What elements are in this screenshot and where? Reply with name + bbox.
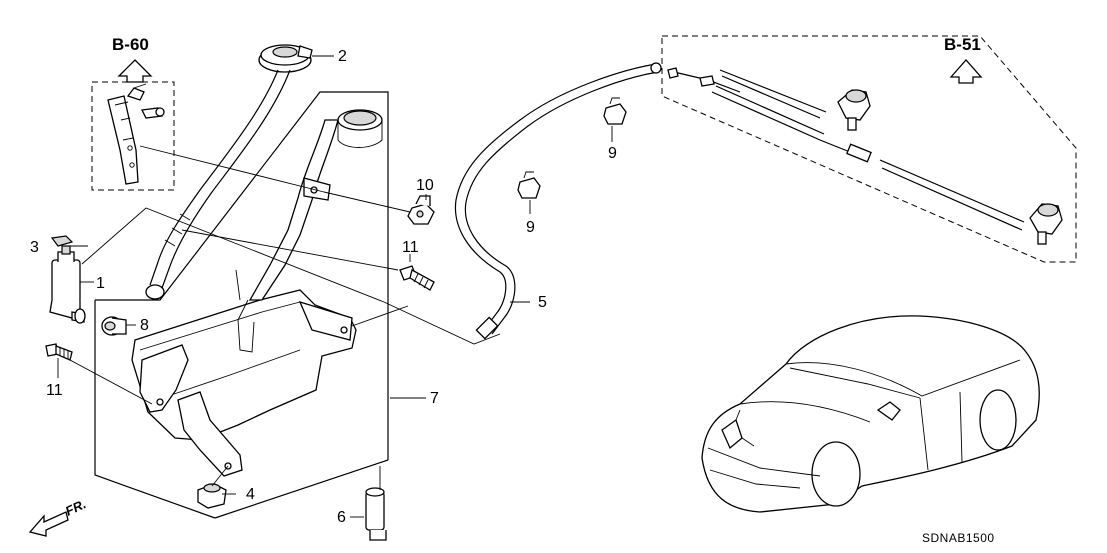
- callout-7: 7: [430, 390, 439, 407]
- callout-2: 2: [338, 48, 347, 65]
- callout-3: 3: [30, 239, 39, 256]
- b60-reference: B-60: [91, 35, 175, 191]
- leader-lines: [57, 55, 613, 518]
- washer-pump: [49, 245, 86, 324]
- reservoir-cap: [145, 44, 313, 300]
- washer-reservoir: [94, 91, 389, 519]
- front-direction-label: FR.: [63, 496, 88, 518]
- callout-1: 1: [96, 275, 105, 292]
- b51-arrow-icon: [949, 59, 983, 84]
- flange-bolt-left: [45, 343, 73, 361]
- level-sensor: [365, 487, 387, 541]
- pump-seal: [50, 235, 74, 247]
- b51-label: B-51: [944, 35, 981, 54]
- callout-11-right: 11: [402, 239, 419, 256]
- hose-clip-9-upper: [603, 97, 627, 125]
- callout-6: 6: [337, 509, 346, 526]
- washer-hose: [454, 62, 662, 340]
- b60-label: B-60: [112, 35, 149, 54]
- front-arrow-icon: [28, 511, 69, 537]
- vehicle-location-illustration: [701, 315, 1040, 513]
- b51-reference: B-51: [661, 35, 1077, 263]
- b60-dashed-box: [91, 81, 175, 191]
- callout-9-upper: 9: [608, 145, 617, 162]
- callout-11-left: 11: [46, 382, 63, 399]
- grommet: [101, 316, 127, 336]
- diagram-code: SDNAB1500: [922, 531, 995, 545]
- callout-4: 4: [246, 486, 255, 503]
- hose-clip-10: [407, 195, 435, 225]
- bracket-illustration: [107, 83, 165, 185]
- front-direction-indicator: FR.: [28, 496, 88, 537]
- callout-9-lower: 9: [526, 219, 535, 236]
- mounting-nut: [197, 483, 227, 509]
- callout-10: 10: [416, 177, 434, 194]
- hose-clip-9-lower: [517, 171, 541, 199]
- callout-5: 5: [538, 294, 547, 311]
- callout-8: 8: [140, 317, 149, 334]
- flange-bolt-right: [399, 265, 435, 291]
- callout-labels: 2 1 3 8 11 4 6 7 10 11 5 9 9: [30, 48, 617, 526]
- b60-arrow-icon: [117, 59, 153, 83]
